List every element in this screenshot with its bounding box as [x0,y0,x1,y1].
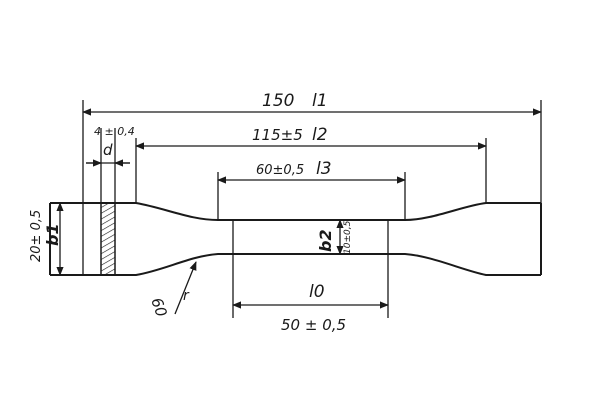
overall-length-value: 150 [262,91,294,111]
gauge-length-value: 50 ± 0,5 [281,316,346,334]
radius-value: 60 [147,295,170,319]
grip-width-symbol: b1 [43,223,62,246]
gauge-width-label: b2 10±0,5 [316,220,353,254]
overall-length-symbol: l1 [312,91,328,111]
parallel-length-label: 60±0,5 l3 [256,159,332,179]
shoulder-length-label: 115±5 l2 [252,125,328,145]
grip-width-label: 20± 0,5 b1 [29,210,62,262]
radius-label: 60 r [147,288,190,319]
thickness-label: 4 ± 0,4 d [94,125,135,159]
thickness-symbol: d [103,141,113,159]
parallel-length-value: 60±0,5 [256,163,304,178]
gauge-length-label: l0 50 ± 0,5 [281,282,346,334]
thickness-value: 4 ± 0,4 [94,125,135,138]
gauge-width-value: 10±0,5 [343,220,353,254]
shoulder-length-value: 115±5 [252,126,303,144]
specimen-outline [49,202,542,276]
radius-symbol: r [183,288,190,304]
parallel-length-symbol: l3 [316,159,332,179]
shoulder-length-symbol: l2 [312,125,328,145]
radius-leader-line [174,261,197,315]
gauge-width-symbol: b2 [316,229,335,252]
overall-length-label: 150 l1 [262,91,328,111]
thickness-section [100,202,116,276]
gauge-length-symbol: l0 [309,282,325,302]
grip-width-value: 20± 0,5 [29,210,44,262]
